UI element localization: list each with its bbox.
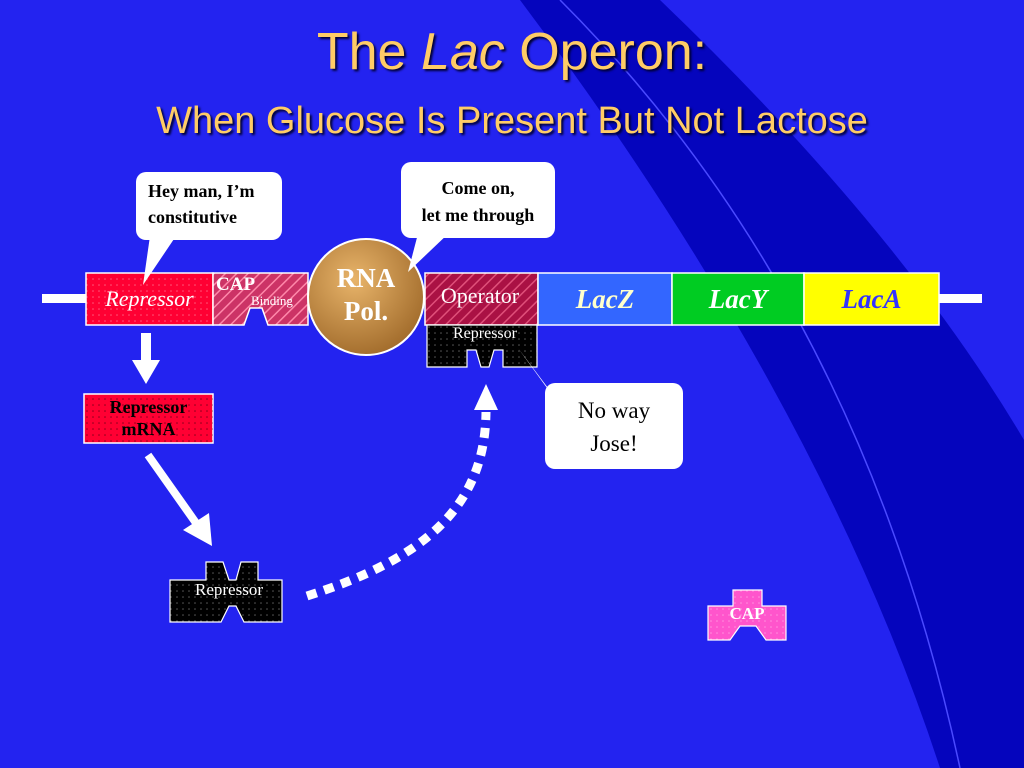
background-curve [520,0,1024,768]
rna-pol-line: RNA [336,263,396,293]
cap-binding-label: Binding [251,293,293,308]
repressor-mrna-box [83,393,214,444]
cap-protein [707,589,787,641]
background-curve-line [559,0,961,768]
free-repressor-label: Repressor [195,580,263,599]
bound-repressor [426,324,538,368]
binding-arrow [305,384,498,601]
cap-protein-label: CAP [729,604,765,623]
cap-site-label: CAP [216,274,256,295]
bubble-tail-constitutive [143,236,176,285]
lacy-label: LacY [708,284,768,314]
dna-line-left [42,294,86,303]
title-prefix: The [316,23,407,81]
down-arrow [132,333,160,384]
bubble-line: No way [577,398,651,423]
bubble-line: let me through [421,205,535,225]
free-repressor [169,561,283,623]
title-italic-word: Lac [420,23,505,81]
mrna-line: Repressor [109,397,188,417]
rna-pol-line: Pol. [343,296,389,326]
title-suffix: Operon: [519,23,708,81]
lacz-label: LacZ [575,284,635,314]
page-subtitle: When Glucose Is Present But Not Lactose [156,100,868,142]
speech-bubble-repressor: No way Jose! [545,383,683,469]
lacy-gene-segment [671,272,805,326]
rna-polymerase [307,238,425,356]
bubble-line: Come on, [441,178,515,198]
operator-label: Operator [440,283,520,308]
repressor-gene-label: Repressor [105,286,194,311]
bubble-line: Hey man, I’m [148,181,255,201]
repressor-gene-segment [85,272,214,326]
bubble-line: constitutive [148,207,237,227]
dna-line-right [938,294,982,303]
rna-pol-label: RNA Pol. [308,262,424,328]
speech-bubble-constitutive: Hey man, I’m constitutive [136,172,282,240]
speech-bubble-polymerase: Come on, let me through [401,162,555,238]
operator-segment [424,272,539,326]
repressor-mrna-label: Repressor mRNA [84,396,213,440]
translation-arrow [144,452,212,546]
page-title: The Lac Operon: [0,22,1024,82]
bound-repressor-label: Repressor [453,325,517,342]
laca-label: LacA [841,284,902,314]
laca-gene-segment [803,272,940,326]
mrna-line: mRNA [121,419,176,439]
bubble-line: Jose! [590,431,638,456]
